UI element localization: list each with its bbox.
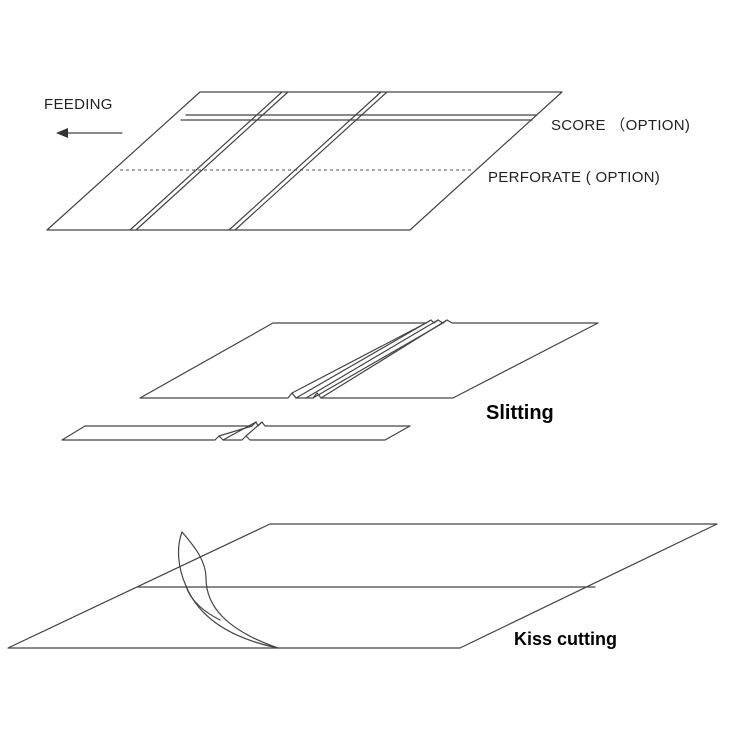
strip-groove-2 [245, 421, 263, 437]
slit-channel-left-b [135, 91, 289, 231]
slit-groove-2 [305, 319, 439, 399]
kiss-cutting-label: Kiss cutting [514, 629, 618, 649]
perforate-label: PERFORATE ( OPTION) [488, 169, 661, 186]
strip-groove-1 [222, 421, 257, 441]
slitting-strip-outline [61, 421, 411, 441]
peeled-label-flap [177, 531, 279, 649]
slit-groove-1 [295, 319, 432, 399]
slitting-sheet-outline [139, 319, 599, 399]
slit-groove-4 [320, 319, 448, 399]
score-label: SCORE （OPTION) [551, 117, 691, 134]
slit-channel-left-a [129, 91, 283, 231]
strip-groove-3 [218, 425, 253, 437]
feeding-arrow [56, 128, 123, 138]
slitting-label: Slitting [486, 402, 554, 424]
feeding-label: FEEDING [44, 96, 113, 113]
peeled-label-flap-edge [181, 531, 279, 649]
slit-channel-right-b [234, 91, 388, 231]
slitting-strip [61, 421, 411, 441]
sheet-outline [46, 91, 563, 231]
peeled-label-flap-inner [185, 585, 221, 621]
kiss-sheet-outline [7, 523, 718, 649]
score-perforate-sheet [46, 91, 563, 231]
slitting-sheet [139, 319, 599, 399]
slit-channel-right-a [228, 91, 382, 231]
kiss-cutting-sheet [7, 523, 718, 649]
slit-groove-5 [291, 322, 427, 394]
